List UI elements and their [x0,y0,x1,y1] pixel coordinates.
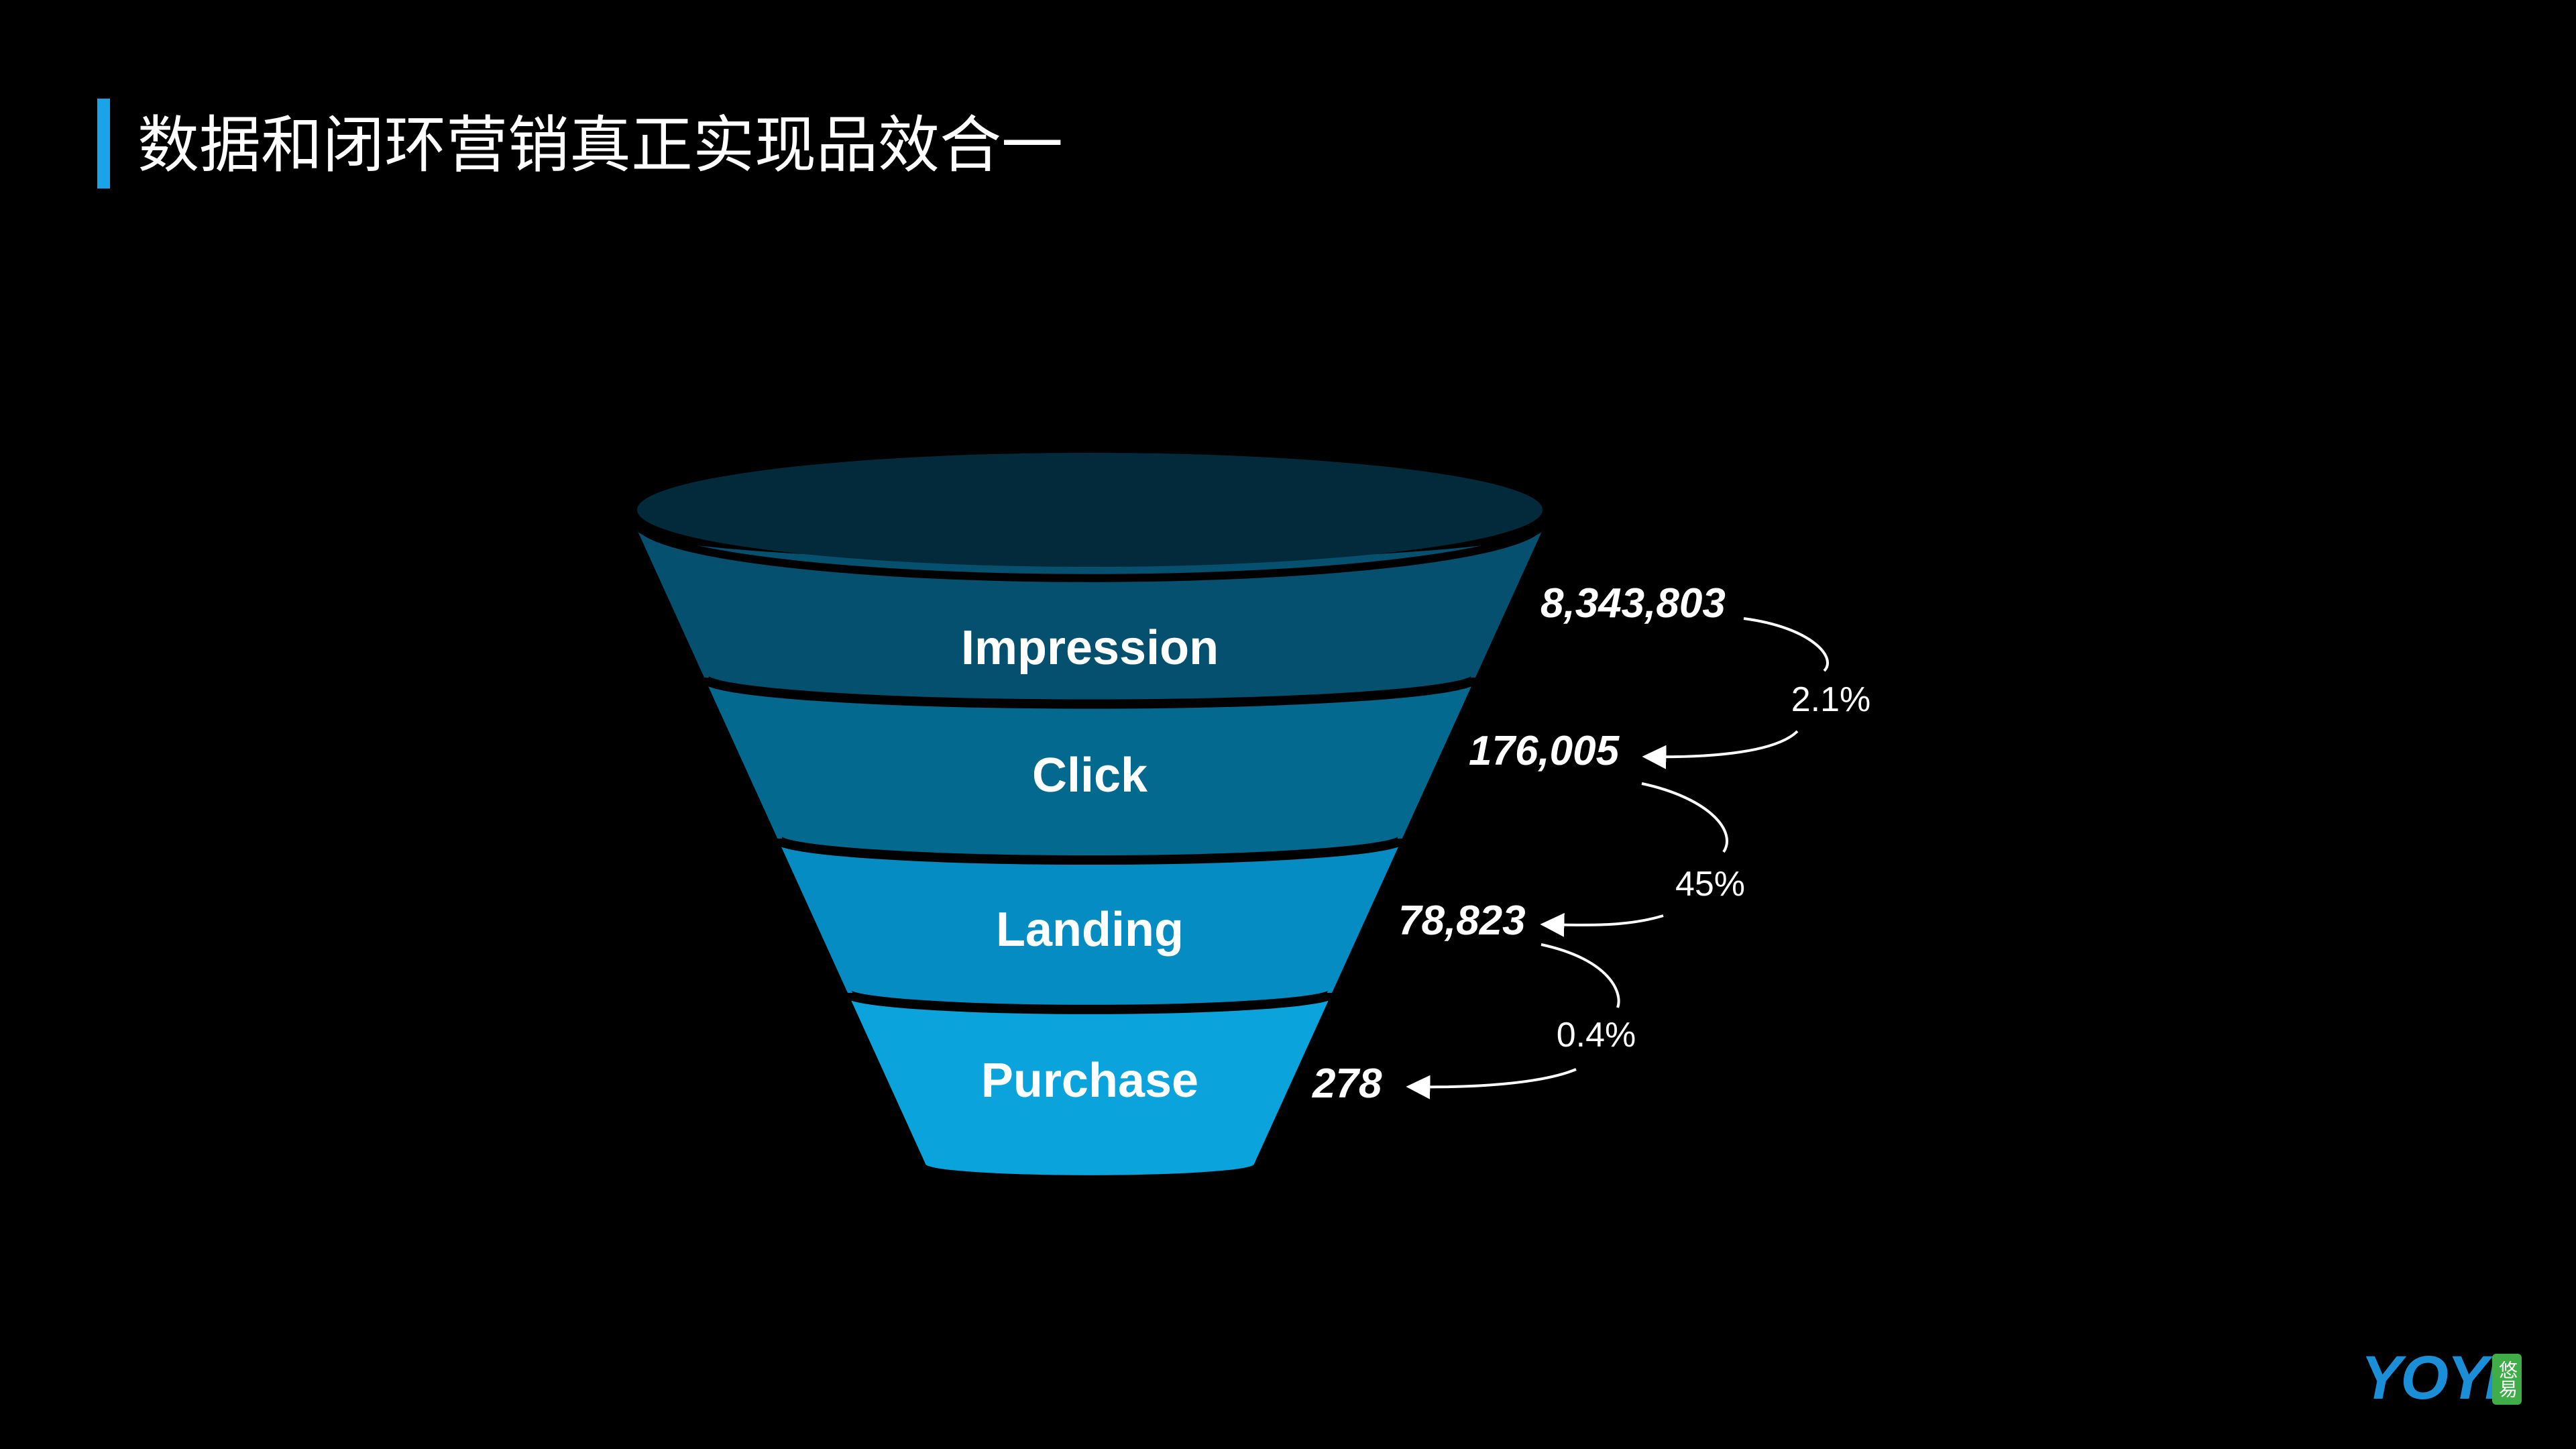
conversion-rate-0: 2.1% [1791,680,1871,719]
logo-wordmark: YOYi [2361,1344,2502,1412]
funnel-rates: 2.1% 45% 0.4% [1557,680,1871,1055]
yoyi-logo: YOYi 悠易 [2361,1344,2528,1412]
funnel-separator [842,990,1337,1014]
funnel-segment-purchase [847,993,1333,1175]
logo-badge: 悠易 [2492,1354,2522,1405]
funnel-top-opening [637,453,1543,567]
stage-label-purchase: Purchase [981,1054,1198,1108]
funnel-separator [773,836,1407,865]
page-title: 数据和闭环营销真正实现品效合一 [137,109,1064,181]
stage-label-click: Click [1032,749,1148,802]
funnel-segment-click [704,678,1475,861]
conversion-rate-2: 0.4% [1557,1016,1636,1055]
funnel-segment-landing [777,839,1402,1010]
funnel-values: 8,343,803 176,005 78,823 278 [1312,580,1726,1107]
conversion-arrow-2 [1406,1068,1577,1099]
stage-value-impression: 8,343,803 [1541,580,1726,627]
stage-value-landing: 78,823 [1398,898,1526,944]
stage-value-purchase: 278 [1312,1061,1382,1107]
stage-value-click: 176,005 [1469,728,1620,774]
funnel-body [636,453,1543,1175]
stage-label-landing: Landing [996,903,1184,957]
conversion-arc-top-1 [1641,782,1728,853]
conversion-arrow-1 [1540,912,1664,937]
funnel-separator [699,675,1480,709]
conversion-arrow-0 [1642,730,1799,769]
conversion-rate-1: 45% [1675,865,1745,904]
conversion-arc-top-2 [1541,943,1620,1008]
conversion-arc-top-0 [1743,617,1829,672]
funnel-arrows [1406,617,1829,1099]
funnel-top-rim [636,524,1543,582]
stage-label-impression: Impression [961,621,1219,675]
title-accent-bar [97,99,110,189]
